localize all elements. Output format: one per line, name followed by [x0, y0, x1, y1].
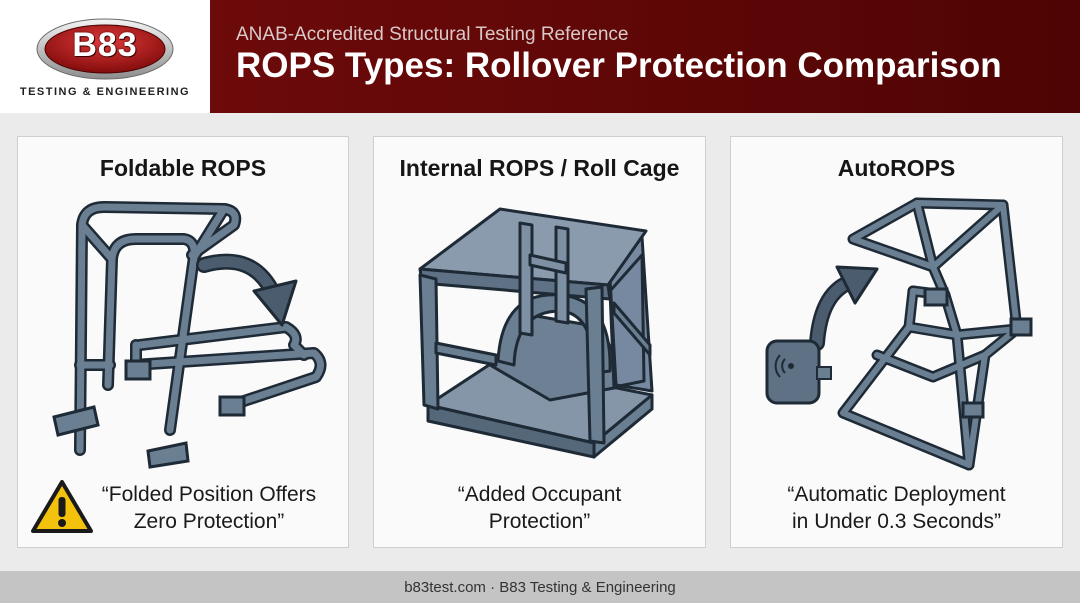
card-title: AutoROPS	[837, 155, 956, 181]
header: B83 TESTING & ENGINEERING ANAB-Accredite…	[0, 0, 1080, 113]
caption-line: “Automatic Deployment	[787, 483, 1006, 506]
card-caption: “Folded Position Offers Zero Protection”	[64, 481, 354, 535]
caption-line: “Folded Position Offers	[101, 483, 317, 506]
logo-text: B83	[72, 26, 138, 64]
deploy-arrow-icon	[809, 265, 879, 351]
page-subtitle: ANAB-Accredited Structural Testing Refer…	[236, 24, 629, 45]
page-title: ROPS Types: Rollover Protection Comparis…	[236, 46, 1002, 85]
caption-line: in Under 0.3 Seconds”	[792, 510, 1001, 533]
caption-line: “Added Occupant	[457, 483, 622, 506]
card-caption: “Added Occupant Protection”	[374, 481, 705, 535]
logo: B83 TESTING & ENGINEERING	[0, 0, 210, 113]
card-autorops: AutoROPS	[730, 136, 1063, 548]
footer: b83test.com · B83 Testing & Engineering	[0, 571, 1080, 603]
card-caption: “Automatic Deployment in Under 0.3 Secon…	[731, 481, 1062, 535]
logo-subtitle: TESTING & ENGINEERING	[19, 86, 191, 98]
fold-arrow-icon	[196, 253, 298, 327]
card-foldable-rops: Foldable ROPS	[17, 136, 349, 548]
card-title: Internal ROPS / Roll Cage	[399, 155, 680, 181]
title-band: ANAB-Accredited Structural Testing Refer…	[210, 0, 1080, 113]
footer-text[interactable]: b83test.com · B83 Testing & Engineering	[404, 579, 676, 596]
roll-cage-cab-icon	[418, 207, 654, 459]
foldable-rops-frame-icon	[52, 201, 327, 469]
warning-icon	[31, 480, 93, 533]
card-title: Foldable ROPS	[99, 155, 267, 181]
caption-line: Zero Protection”	[133, 510, 285, 533]
logo-badge-icon	[36, 18, 174, 80]
auto-rops-frame-icon	[765, 197, 1033, 471]
sensor-unit-icon	[765, 339, 832, 405]
caption-line: Protection”	[488, 510, 591, 533]
card-internal-rops: Internal ROPS / Roll Cage	[373, 136, 706, 548]
